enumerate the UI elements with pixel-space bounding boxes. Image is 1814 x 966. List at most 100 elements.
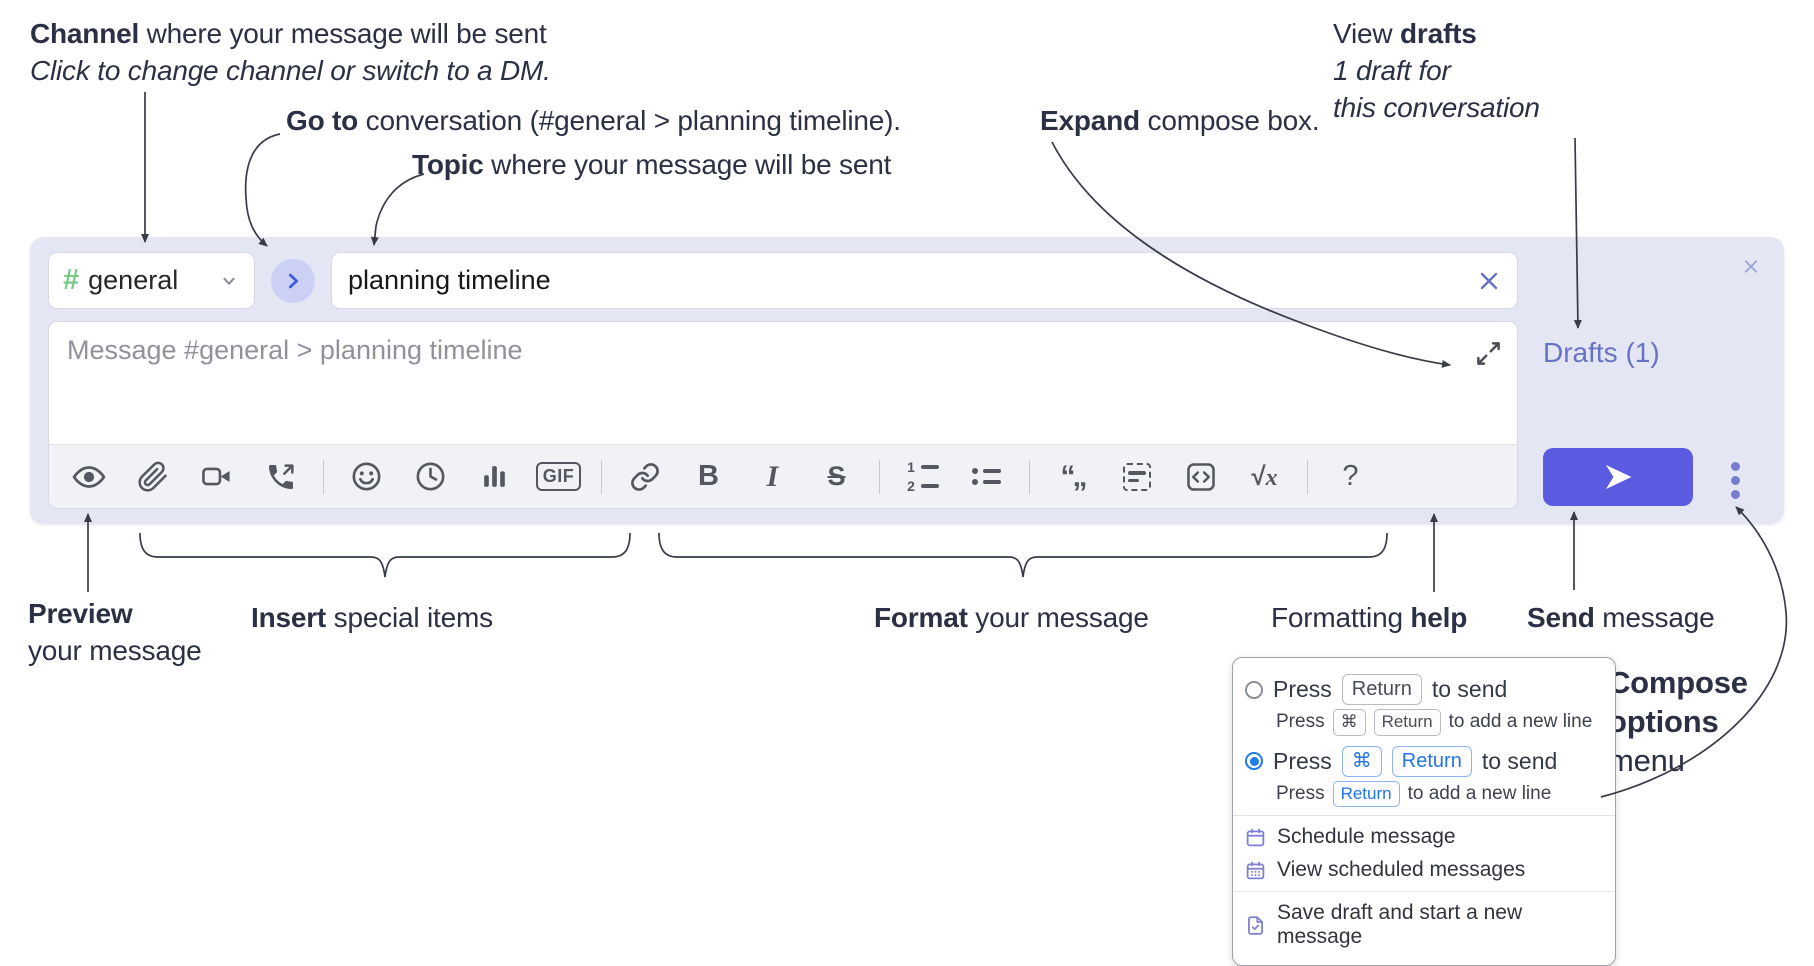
annotation-compose-options-line3: menu bbox=[1608, 742, 1685, 778]
annotation-insert-rest: special items bbox=[326, 602, 493, 633]
toolbar-divider bbox=[323, 459, 324, 494]
return-key: Return bbox=[1332, 780, 1400, 808]
strikethrough-button[interactable]: S bbox=[813, 453, 860, 500]
topic-input[interactable]: planning timeline bbox=[331, 252, 1518, 309]
schedule-time-button[interactable] bbox=[407, 453, 454, 500]
page: { "annotations": { "channel": {"bold": "… bbox=[28, 16, 1788, 966]
annotation-topic-bold: Topic bbox=[412, 149, 484, 180]
annotation-send-rest: message bbox=[1594, 602, 1715, 633]
annotation-channel-line2: Click to change channel or switch to a D… bbox=[30, 54, 551, 86]
option2-press: Press bbox=[1273, 747, 1332, 774]
annotation-channel-rest: where your message will be sent bbox=[139, 18, 547, 49]
bulleted-list-button[interactable] bbox=[963, 453, 1010, 500]
cmd-key: ⌘ bbox=[1341, 745, 1382, 777]
toolbar-divider bbox=[601, 459, 602, 494]
italic-button[interactable]: I bbox=[749, 453, 796, 500]
annotation-channel: Channel where your message will be sent … bbox=[30, 16, 551, 90]
annotation-preview: Preview your message bbox=[28, 596, 202, 670]
video-call-button[interactable] bbox=[193, 453, 240, 500]
annotation-view-drafts: View drafts 1 draft for this conversatio… bbox=[1333, 16, 1540, 127]
menu-item-schedule-message[interactable]: Schedule message bbox=[1245, 825, 1601, 849]
annotation-send: Send message bbox=[1527, 600, 1715, 637]
drafts-link[interactable]: Drafts (1) bbox=[1543, 337, 1660, 368]
expand-compose-button[interactable] bbox=[1475, 340, 1502, 367]
annotation-view-drafts-line2: 1 draft for bbox=[1333, 54, 1451, 86]
quote-icon: “„ bbox=[1060, 459, 1088, 493]
annotation-compose-options: Compose options menu bbox=[1608, 664, 1748, 780]
quote-button[interactable]: “„ bbox=[1049, 453, 1096, 500]
option2-suffix: to send bbox=[1481, 747, 1558, 774]
annotation-insert-bold: Insert bbox=[251, 602, 327, 633]
option-cmd-enter-to-send[interactable]: Press ⌘ Return to send bbox=[1245, 745, 1601, 777]
math-button[interactable]: √x bbox=[1241, 453, 1288, 500]
message-compose-area: Message #general > planning timeline bbox=[48, 321, 1518, 509]
code-icon bbox=[1186, 462, 1215, 491]
menu-item-label: Save draft and start a new message bbox=[1277, 901, 1523, 949]
spoiler-button[interactable] bbox=[1113, 453, 1160, 500]
send-icon bbox=[1605, 464, 1632, 490]
gif-icon: GIF bbox=[535, 462, 582, 491]
connector-goto bbox=[244, 133, 281, 247]
annotation-view-drafts-bold: drafts bbox=[1399, 18, 1477, 49]
annotation-compose-options-line1: Compose bbox=[1608, 665, 1748, 700]
topic-value: planning timeline bbox=[348, 265, 551, 295]
annotation-format-rest: your message bbox=[967, 602, 1149, 633]
send-button[interactable] bbox=[1543, 448, 1693, 506]
italic-icon: I bbox=[766, 459, 779, 493]
gif-button[interactable]: GIF bbox=[535, 453, 582, 500]
return-key: Return bbox=[1373, 709, 1441, 736]
close-icon bbox=[1744, 259, 1758, 273]
ellipsis-icon bbox=[1730, 461, 1740, 471]
attach-file-button[interactable] bbox=[129, 453, 176, 500]
radio-unselected-icon[interactable] bbox=[1245, 680, 1263, 699]
calendar-dots-icon bbox=[1245, 860, 1266, 881]
return-key: Return bbox=[1391, 745, 1472, 777]
message-input[interactable]: Message #general > planning timeline bbox=[49, 322, 1517, 444]
brace-format bbox=[658, 532, 1388, 578]
expand-icon bbox=[1477, 342, 1500, 365]
annotation-expand: Expand compose box. bbox=[1040, 103, 1320, 140]
compose-options-popup: Press Return to send Press ⌘ Return to a… bbox=[1232, 657, 1616, 966]
option1-subtext: Press ⌘ Return to add a new line bbox=[1276, 709, 1601, 736]
compose-toolbar: GIF B I S bbox=[49, 444, 1517, 508]
annotation-preview-bold: Preview bbox=[28, 598, 133, 629]
channel-name: general bbox=[88, 265, 179, 295]
message-placeholder: Message #general > planning timeline bbox=[67, 335, 523, 365]
bold-button[interactable]: B bbox=[685, 453, 732, 500]
menu-divider bbox=[1233, 891, 1615, 893]
numbered-list-button[interactable]: 1 2 bbox=[899, 453, 946, 500]
code-button[interactable] bbox=[1177, 453, 1224, 500]
channel-selector[interactable]: # general bbox=[48, 252, 255, 309]
go-to-conversation-button[interactable] bbox=[271, 259, 315, 303]
annotation-send-bold: Send bbox=[1527, 602, 1595, 633]
annotation-view-drafts-line3: this conversation bbox=[1333, 91, 1540, 123]
emoji-button[interactable] bbox=[343, 453, 390, 500]
option2-subtext: Press Return to add a new line bbox=[1276, 780, 1601, 808]
annotation-goto: Go to conversation (#general > planning … bbox=[286, 103, 901, 140]
menu-item-label: View scheduled messages bbox=[1277, 858, 1526, 882]
clock-icon bbox=[416, 462, 445, 491]
compose-options-menu-button[interactable] bbox=[1720, 458, 1750, 502]
annotation-compose-options-line2: options bbox=[1608, 703, 1719, 739]
calendar-icon bbox=[1245, 827, 1266, 848]
toolbar-divider bbox=[1307, 459, 1308, 494]
preview-button[interactable] bbox=[65, 453, 112, 500]
menu-item-label: Schedule message bbox=[1277, 825, 1456, 849]
math-icon: √x bbox=[1251, 461, 1278, 491]
close-compose-button[interactable] bbox=[1736, 251, 1766, 281]
poll-button[interactable] bbox=[471, 453, 518, 500]
option1-suffix: to send bbox=[1431, 676, 1508, 702]
chevron-down-icon bbox=[223, 277, 235, 285]
annotation-goto-bold: Go to bbox=[286, 105, 359, 136]
smiley-icon bbox=[352, 462, 381, 491]
link-button[interactable] bbox=[621, 453, 668, 500]
option-enter-to-send[interactable]: Press Return to send bbox=[1245, 674, 1601, 705]
menu-item-view-scheduled[interactable]: View scheduled messages bbox=[1245, 858, 1601, 882]
video-camera-icon bbox=[202, 467, 230, 486]
menu-item-save-draft[interactable]: Save draft and start a new message bbox=[1245, 901, 1601, 949]
radio-selected-icon[interactable] bbox=[1245, 752, 1263, 771]
audio-call-button[interactable] bbox=[257, 453, 304, 500]
strikethrough-icon: S bbox=[827, 461, 846, 491]
message-formatting-help-button[interactable]: ? bbox=[1327, 453, 1374, 500]
clear-topic-button[interactable] bbox=[1477, 269, 1501, 293]
